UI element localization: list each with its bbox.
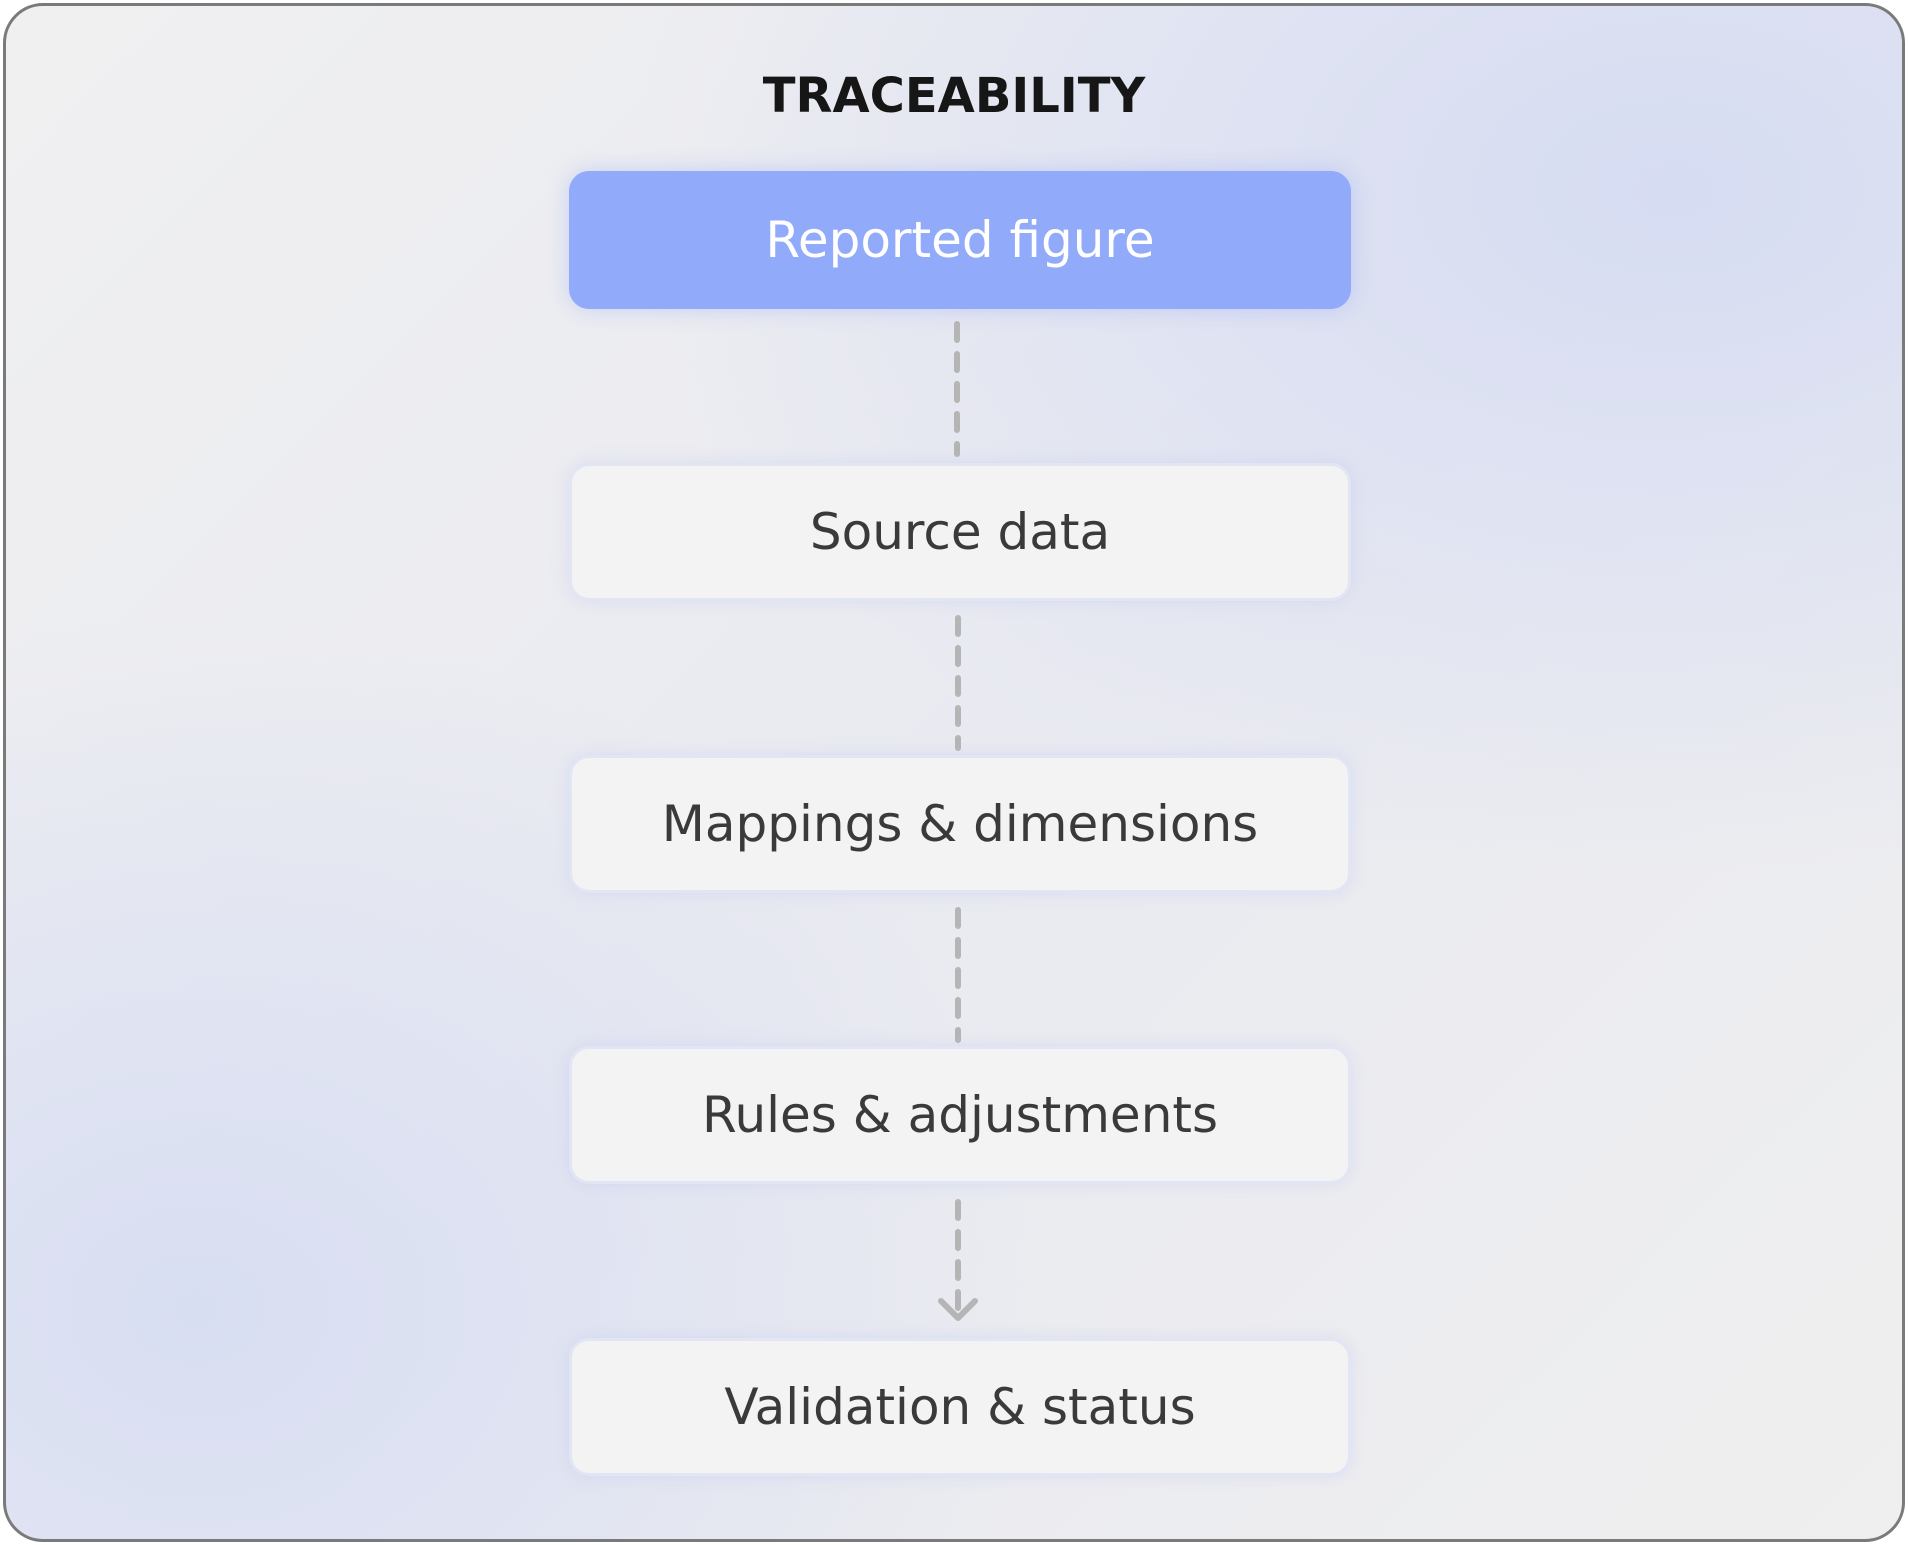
connector-lines	[938, 321, 978, 1321]
arrow-head	[938, 1298, 978, 1321]
diagram-title: TRACEABILITY	[762, 68, 1146, 124]
step-reported-figure: Reported figure	[569, 171, 1351, 309]
step-validation-status: Validation & status	[569, 1338, 1351, 1476]
step-mappings-dimensions: Mappings & dimensions	[569, 755, 1351, 893]
step-source-data: Source data	[569, 463, 1351, 601]
diagram-frame: TRACEABILITY Reported figure Source data…	[3, 3, 1905, 1542]
step-rules-adjustments: Rules & adjustments	[569, 1046, 1351, 1184]
